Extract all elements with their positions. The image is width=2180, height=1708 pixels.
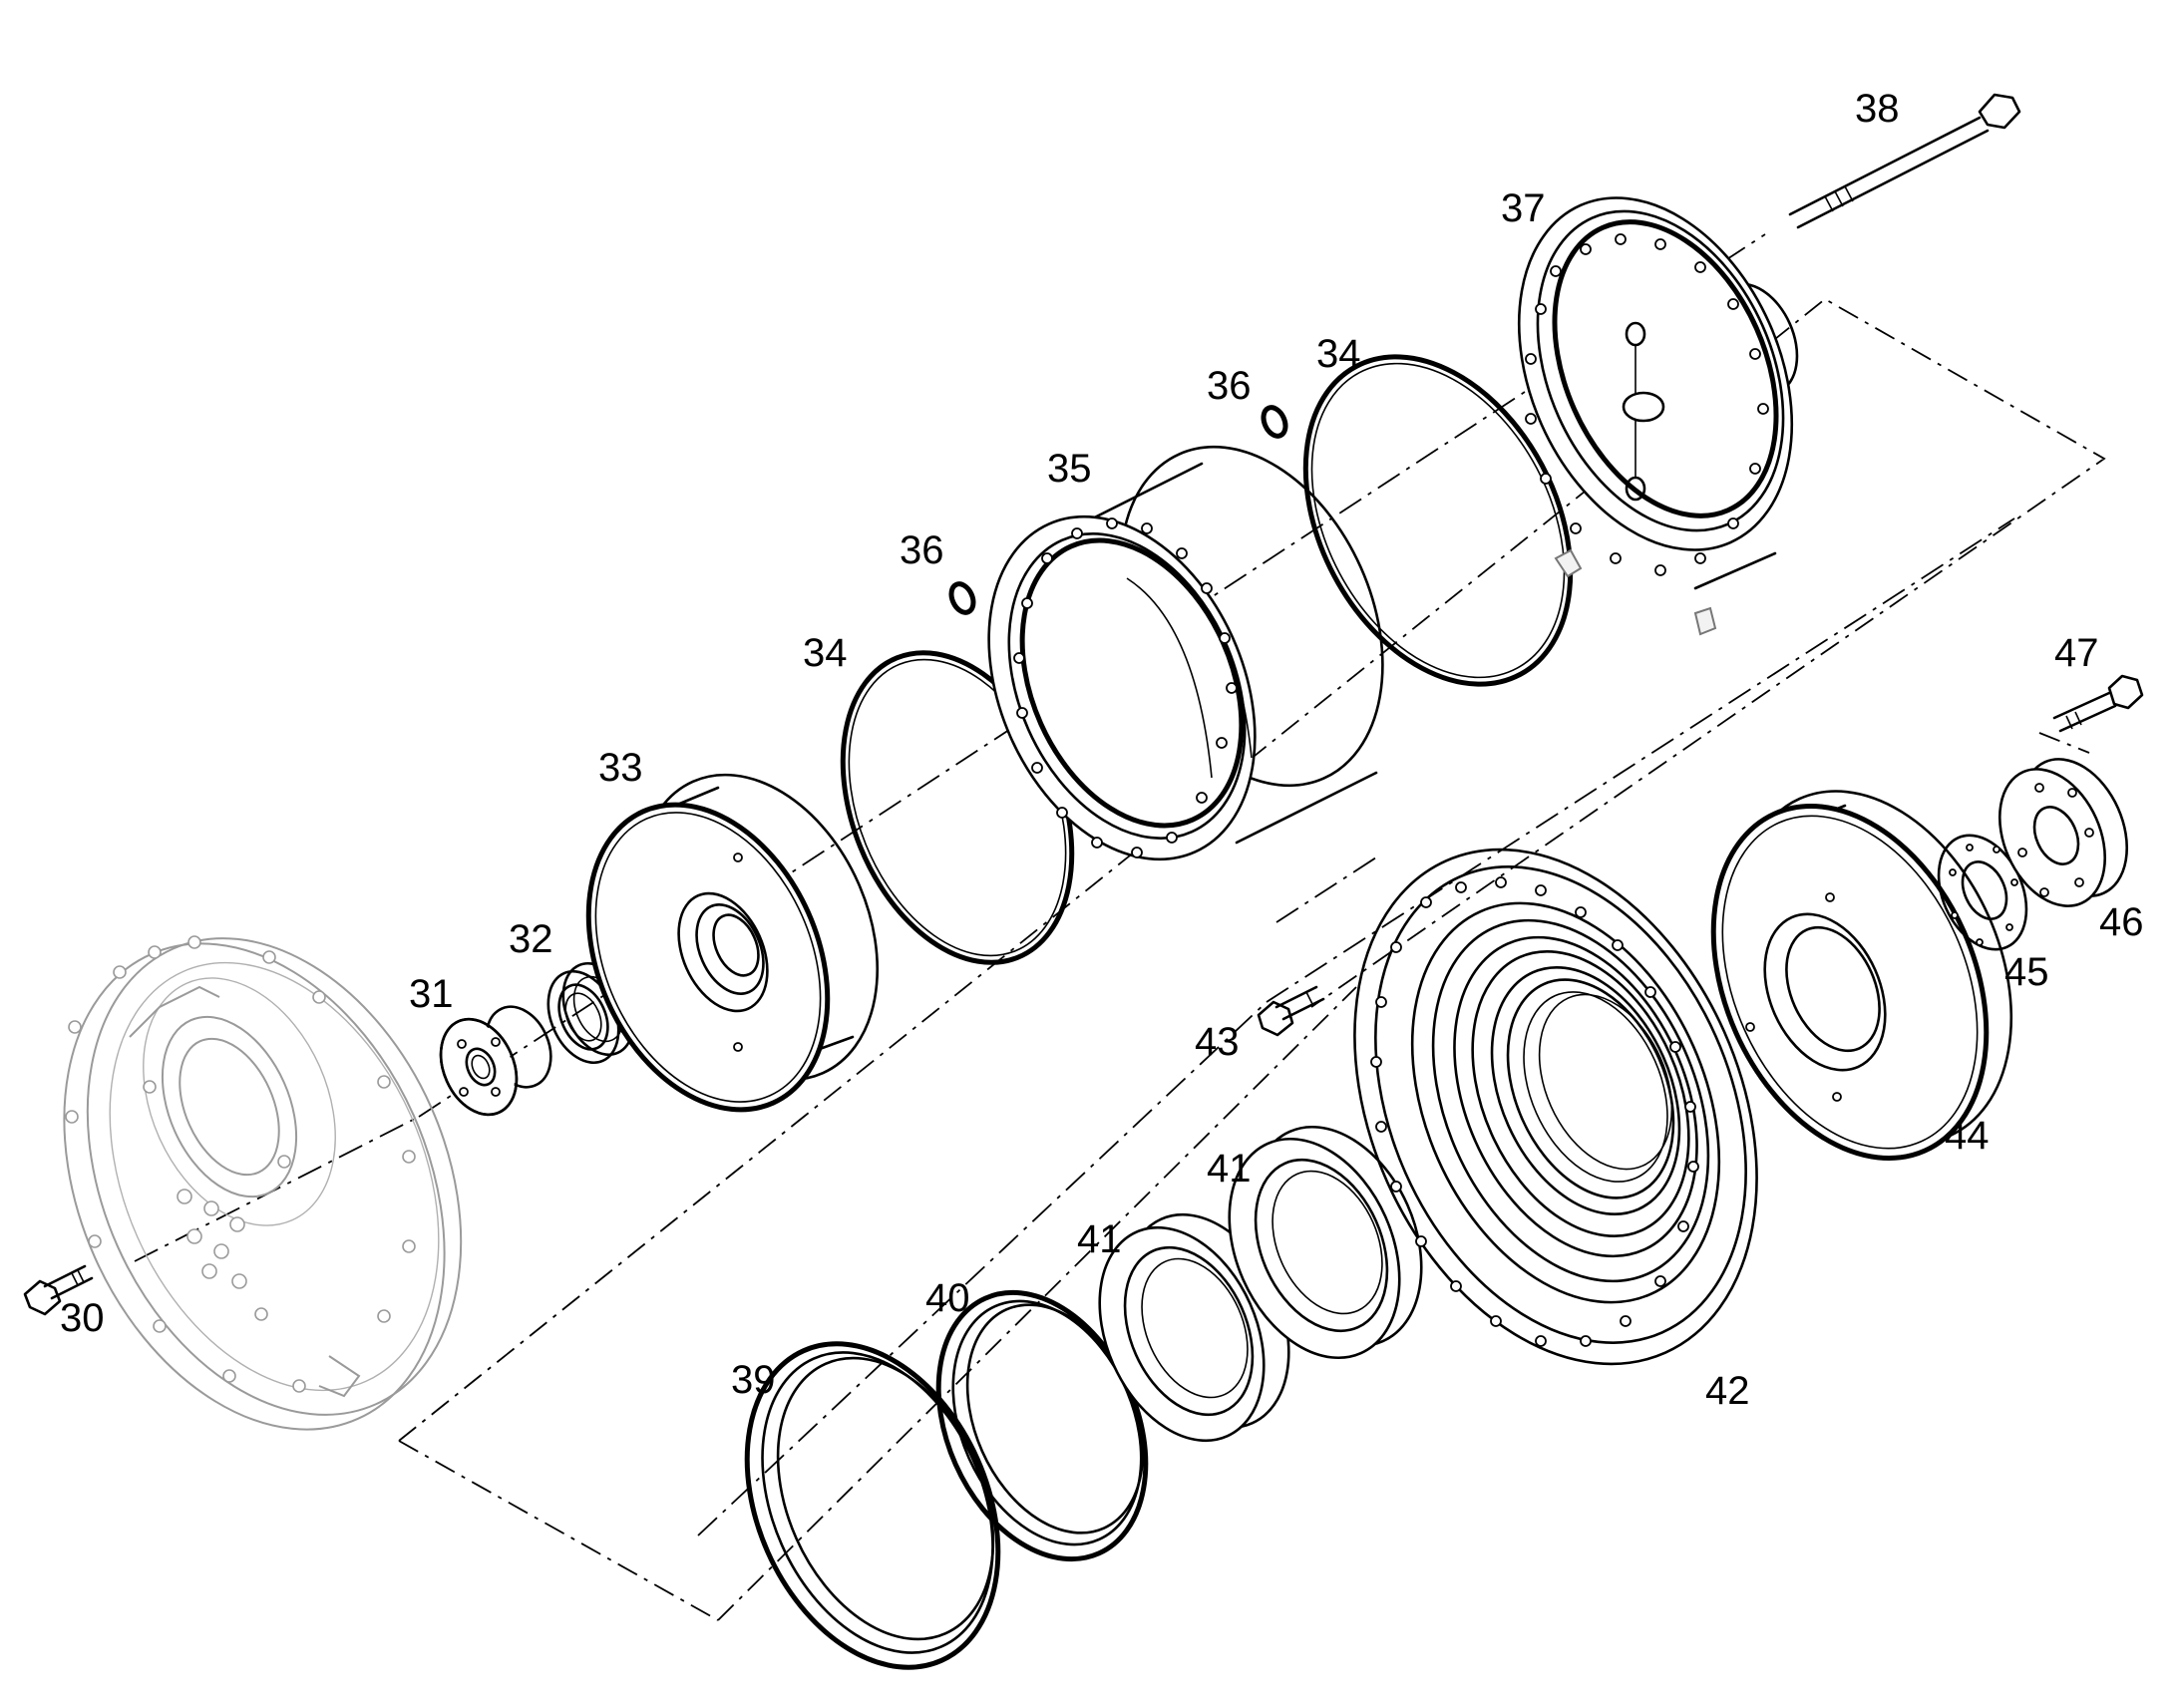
part-bolt-43 (1257, 985, 1325, 1037)
callout-38: 38 (1855, 87, 1900, 131)
callout-36-rear: 36 (1207, 364, 1252, 408)
callout-32: 32 (509, 917, 553, 961)
part-long-bolt-38 (1788, 93, 2021, 229)
part-drum-33 (585, 773, 880, 1113)
callout-46: 46 (2099, 900, 2144, 944)
housing (63, 935, 463, 1431)
callout-43: 43 (1195, 1020, 1240, 1064)
part-bearing-41-front (1098, 1212, 1290, 1443)
part-bolt-47 (2052, 674, 2144, 733)
part-seal-36-rear (1261, 405, 1288, 439)
callout-31: 31 (409, 972, 454, 1016)
callout-40: 40 (925, 1276, 970, 1320)
callout-34-rear: 34 (1316, 332, 1361, 376)
callout-42: 42 (1705, 1369, 1750, 1413)
callout-39: 39 (731, 1358, 776, 1402)
callout-34-front: 34 (803, 631, 848, 675)
callout-44: 44 (1945, 1114, 1990, 1158)
callout-36-front: 36 (900, 528, 944, 572)
part-bolt-30 (23, 1264, 94, 1316)
callout-37: 37 (1501, 186, 1546, 230)
part-seal-ring-39 (744, 1341, 1001, 1670)
callout-35: 35 (1047, 447, 1092, 491)
part-cover-37 (1517, 196, 1799, 636)
callout-41-front: 41 (1077, 1217, 1122, 1261)
part-disc-44 (1710, 790, 2013, 1161)
part-seal-36-front (948, 581, 976, 615)
part-plate-46 (1998, 758, 2129, 907)
part-hub-31 (439, 1005, 552, 1117)
part-oring-34-rear (1302, 354, 1574, 687)
callout-labels: 30 31 32 33 34 34 35 36 36 37 38 39 40 4… (60, 87, 2144, 1413)
part-bearing-41-rear (1228, 1125, 1423, 1360)
callout-33: 33 (598, 746, 643, 790)
callout-41-rear: 41 (1207, 1147, 1252, 1191)
part-carrier-42 (1353, 848, 1758, 1366)
part-shim-45 (1937, 834, 2028, 951)
callout-47: 47 (2054, 631, 2099, 675)
part-ring-housing-35 (987, 445, 1384, 861)
callout-30: 30 (60, 1296, 105, 1340)
callout-45: 45 (2004, 950, 2049, 994)
